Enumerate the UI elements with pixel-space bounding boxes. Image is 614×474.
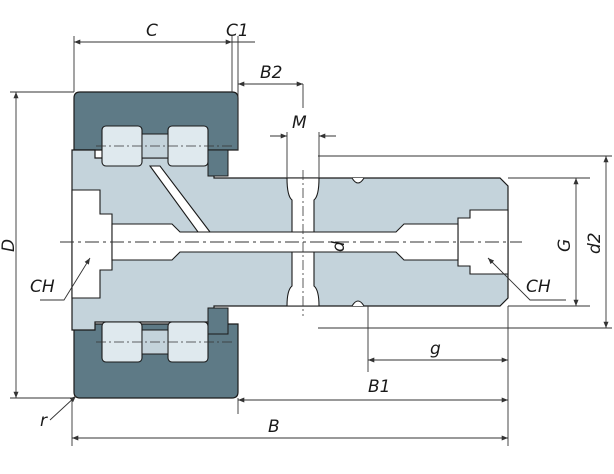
label-g: g [430,339,441,359]
label-B: B [268,417,280,437]
label-d2: d2 [585,232,605,254]
hex-socket-right [457,209,509,275]
leader-r [49,395,77,421]
groove-notch-top [351,177,365,184]
seal-bottom [207,307,229,335]
label-CH-left: CH [30,277,55,297]
seal-top [207,149,229,177]
label-CH-right: CH [526,277,551,297]
label-B2: B2 [260,63,282,83]
label-M: M [292,113,307,133]
label-D: D [0,239,19,252]
leader-CH-left [40,257,91,301]
label-B1: B1 [368,377,390,397]
leader-CH-right [487,257,566,301]
label-d: d [329,241,349,252]
dimensions [10,36,612,446]
groove-notch-bottom [351,300,365,307]
label-G: G [555,239,575,252]
label-C: C [146,21,158,41]
label-C1: C1 [226,21,249,41]
cross-lube-hole [286,177,320,233]
label-r: r [40,411,48,431]
diagonal-oil-channel [148,165,212,233]
